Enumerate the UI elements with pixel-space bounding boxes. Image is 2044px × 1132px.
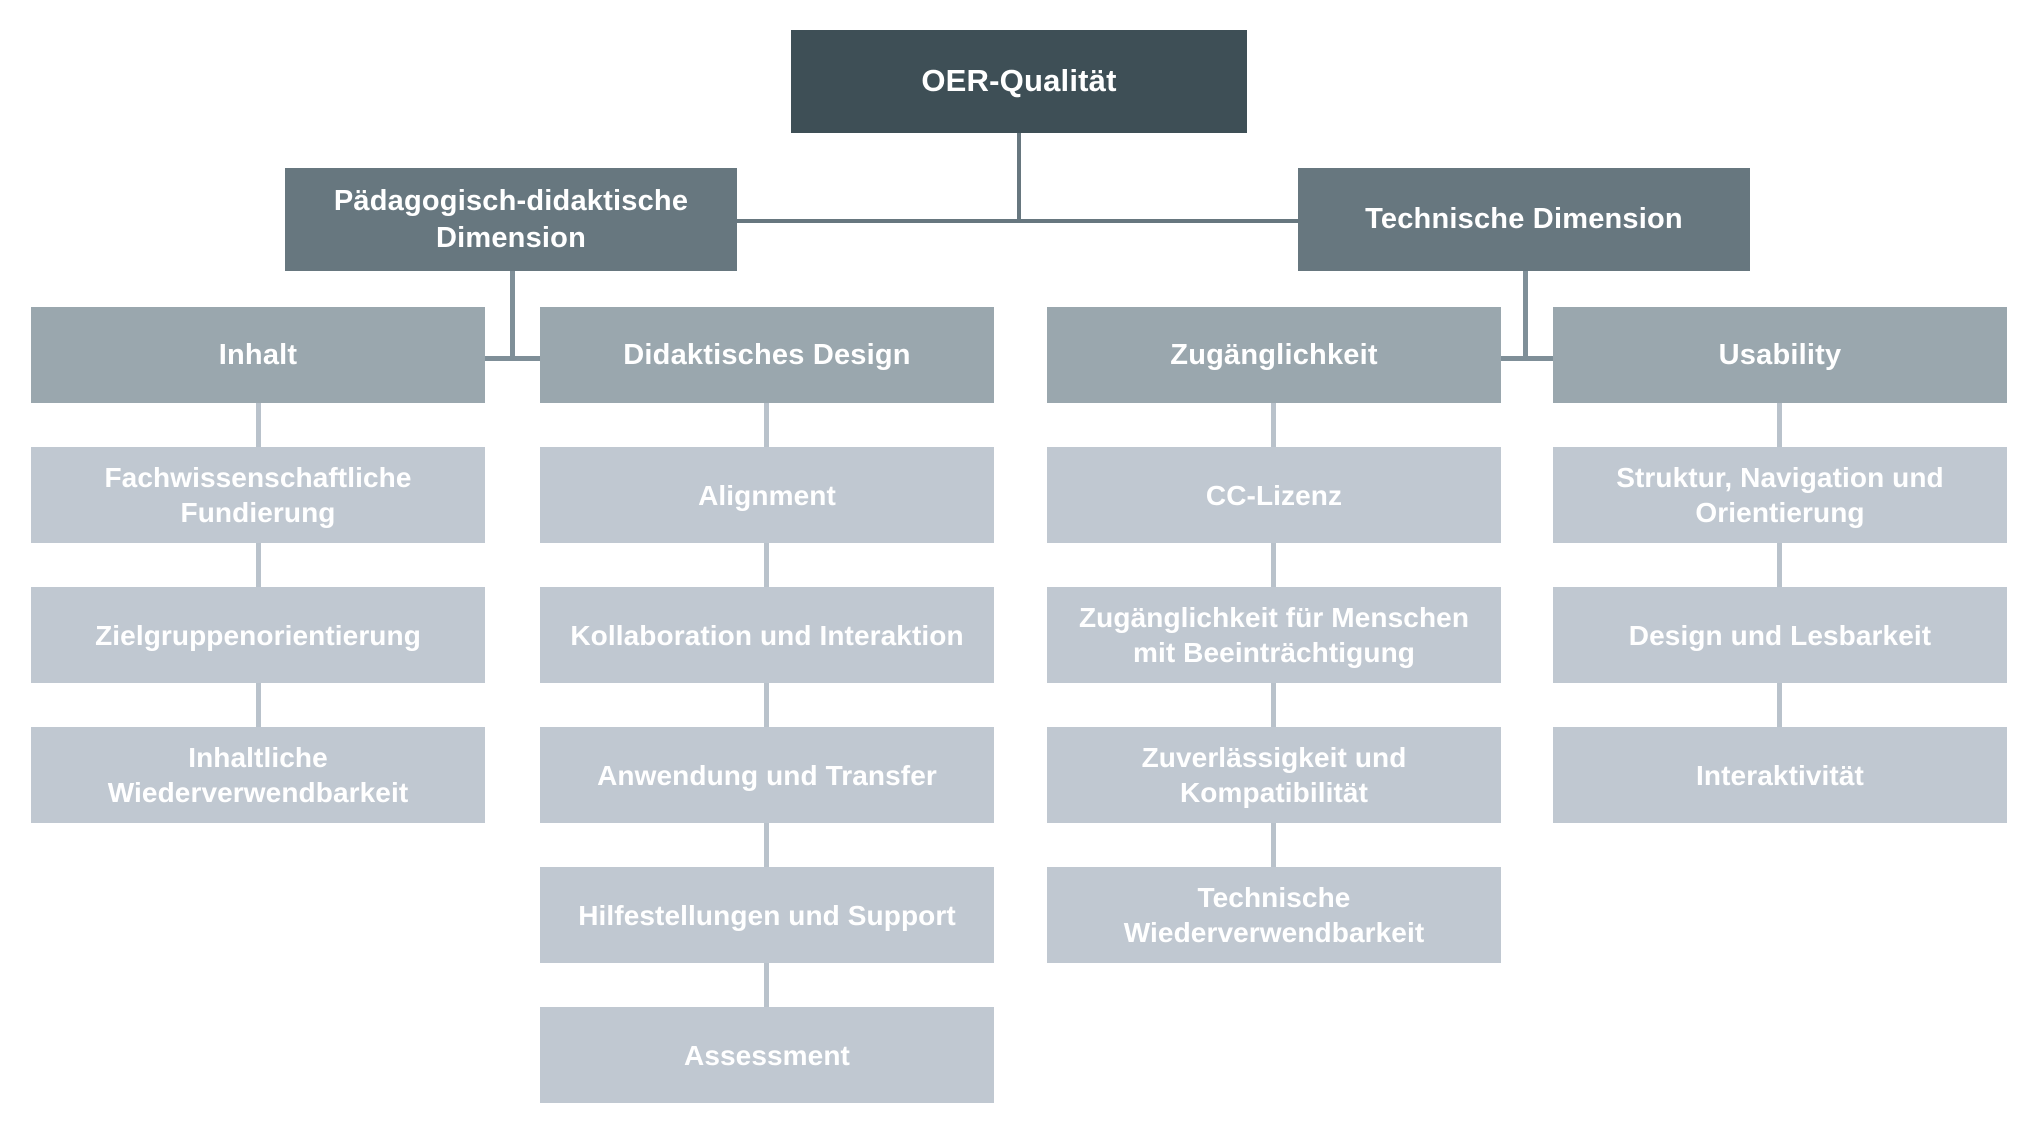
connector-left-dimension-vertical xyxy=(510,270,515,360)
node-criterion-didaktisches-design-5[interactable]: Assessment xyxy=(540,1007,994,1103)
connector-column-usability xyxy=(1777,403,1782,727)
node-inhalt[interactable]: Inhalt xyxy=(31,307,485,403)
connector-left-category-bus xyxy=(485,356,541,361)
node-criterion-didaktisches-design-4[interactable]: Hilfestellungen und Support xyxy=(540,867,994,963)
node-criterion-didaktisches-design-2[interactable]: Kollaboration und Interaktion xyxy=(540,587,994,683)
node-criterion-inhalt-2[interactable]: Zielgruppenorientierung xyxy=(31,587,485,683)
connector-dimension-bus xyxy=(736,219,1299,223)
connector-right-category-bus xyxy=(1500,356,1556,361)
connector-right-dimension-vertical xyxy=(1523,270,1528,360)
node-didaktisches-design[interactable]: Didaktisches Design xyxy=(540,307,994,403)
node-criterion-didaktisches-design-3[interactable]: Anwendung und Transfer xyxy=(540,727,994,823)
node-criterion-didaktisches-design-1[interactable]: Alignment xyxy=(540,447,994,543)
node-criterion-usability-3[interactable]: Interaktivität xyxy=(1553,727,2007,823)
node-paedagogisch-didaktische-dimension[interactable]: Pädagogisch-didaktische Dimension xyxy=(285,168,737,271)
node-criterion-zugaenglichkeit-3[interactable]: Zuverlässigkeit und Kompatibilität xyxy=(1047,727,1501,823)
node-zugaenglichkeit[interactable]: Zugänglichkeit xyxy=(1047,307,1501,403)
node-criterion-usability-2[interactable]: Design und Lesbarkeit xyxy=(1553,587,2007,683)
node-oer-qualitaet[interactable]: OER-Qualität xyxy=(791,30,1247,133)
node-criterion-zugaenglichkeit-2[interactable]: Zugänglichkeit für Menschen mit Beeinträ… xyxy=(1047,587,1501,683)
node-criterion-zugaenglichkeit-4[interactable]: Technische Wiederverwendbarkeit xyxy=(1047,867,1501,963)
connector-column-didaktisches-design xyxy=(764,403,769,1007)
connector-root-vertical xyxy=(1017,133,1021,223)
node-criterion-inhalt-3[interactable]: Inhaltliche Wiederverwendbarkeit xyxy=(31,727,485,823)
connector-column-inhalt xyxy=(256,403,261,727)
node-criterion-zugaenglichkeit-1[interactable]: CC-Lizenz xyxy=(1047,447,1501,543)
node-criterion-inhalt-1[interactable]: Fachwissenschaftliche Fundierung xyxy=(31,447,485,543)
node-technische-dimension[interactable]: Technische Dimension xyxy=(1298,168,1750,271)
node-criterion-usability-1[interactable]: Struktur, Navigation und Orientierung xyxy=(1553,447,2007,543)
node-usability[interactable]: Usability xyxy=(1553,307,2007,403)
